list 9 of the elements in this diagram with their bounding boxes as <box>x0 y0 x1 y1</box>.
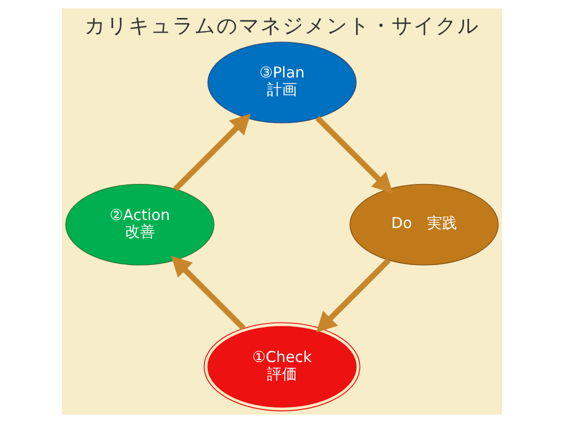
arrow <box>172 114 250 192</box>
node-ellipse: ①Check 評価 <box>203 322 360 412</box>
node-ellipse: ②Action 改善 <box>64 184 214 266</box>
diagram-title: カリキュラムのマネジメント・サイクル <box>84 13 480 38</box>
arrow <box>170 256 246 330</box>
arrow <box>316 258 390 333</box>
arrow <box>315 116 392 194</box>
node-ellipse: ③Plan 計画 <box>206 42 356 124</box>
node-ellipse: Do 実践 <box>349 184 498 266</box>
